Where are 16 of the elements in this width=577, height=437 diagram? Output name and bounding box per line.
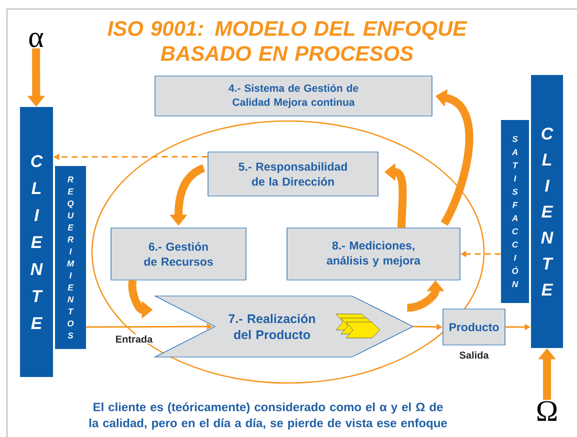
title: ISO 9001: MODELO DEL ENFOQUE BASADO EN PROCESOS (108, 21, 468, 61)
edge-label: Entrada (114, 334, 154, 344)
process-box: 4.- Sistema de Gestión de Calidad Mejora continua (154, 76, 432, 116)
greek-symbol: Ω (537, 401, 557, 421)
vertical-label-bar: SATISFACCIÓN (501, 120, 529, 303)
caption: El cliente es (teóricamente) considerado como el α y el Ω de la calidad, pero en el día a día, se pierde de vista ese enfoque (89, 402, 447, 430)
side-label: Salida (460, 351, 489, 359)
client-bar: CLIENTE (20, 107, 53, 377)
process-box: 8.- Mediciones, análisis y mejora (286, 228, 460, 280)
vertical-label-bar: REQUERIMIENTOS (55, 166, 86, 349)
process-box: 5.- Responsabilidad de la Dirección (208, 152, 378, 196)
process-box: Producto (442, 308, 506, 346)
client-bar: CLIENTE (531, 75, 563, 348)
process-box: 6.- Gestión de Recursos (110, 228, 246, 280)
process-chevron: 7.- Realización del Producto (154, 296, 414, 358)
greek-symbol: α (29, 32, 44, 48)
